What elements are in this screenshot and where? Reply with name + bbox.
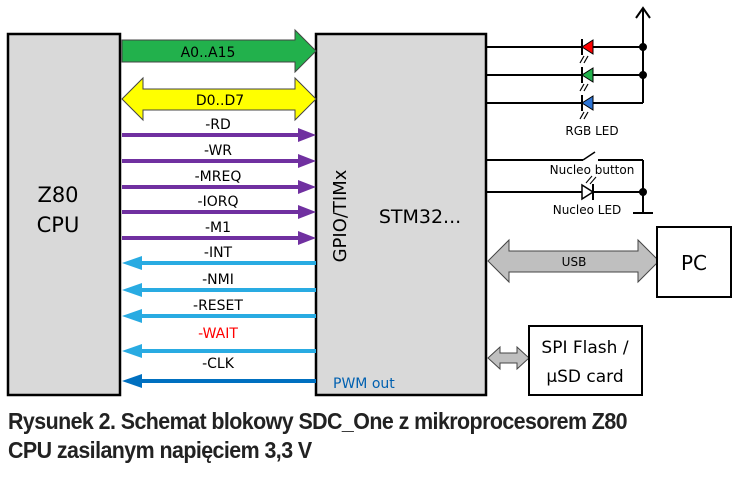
block-diagram: Z80 CPU STM32... GPIO/TIMx PWM out A0..A… xyxy=(6,6,732,397)
signal-rd: -RD xyxy=(122,117,316,142)
signal-label: -CLK xyxy=(202,356,235,372)
red-led-icon xyxy=(579,39,594,64)
usb-label: USB xyxy=(562,255,587,269)
arrowhead-icon xyxy=(298,154,316,168)
rgb-leds xyxy=(579,39,594,120)
arrowhead-icon xyxy=(298,231,316,245)
signal-label: -MREQ xyxy=(195,169,242,185)
signal-label: -RD xyxy=(205,117,231,133)
cpu-label-line1: Z80 xyxy=(37,183,78,207)
signal-label: -WAIT xyxy=(198,326,238,342)
usb-bus: USB xyxy=(487,238,660,284)
spi-flash-block: SPI Flash / µSD card xyxy=(528,325,643,396)
arrowhead-icon xyxy=(298,180,316,194)
signal-nmi: -NMI xyxy=(122,272,316,297)
control-signals: -RD -WR -MREQ -IORQ -M1 -INT -NMI -RESET -WAIT -C… xyxy=(122,117,316,388)
storage-label-line1: SPI Flash / xyxy=(541,338,628,358)
nucleo-led-label: Nucleo LED xyxy=(553,203,622,217)
arrowhead-icon xyxy=(298,128,316,142)
spi-bus xyxy=(487,345,530,371)
signal-clk: -CLK xyxy=(122,356,316,388)
arrowhead-icon xyxy=(122,256,142,270)
signal-label: -INT xyxy=(204,245,233,261)
signal-int: -INT xyxy=(122,245,316,270)
signal-wr: -WR xyxy=(122,143,316,168)
figure-caption: Rysunek 2. Schemat blokowy SDC_One z mik… xyxy=(8,407,687,465)
caption-line2: CPU zasilanym napięciem 3,3 V xyxy=(8,437,312,463)
arrowhead-icon xyxy=(122,344,142,358)
blue-led-icon xyxy=(579,95,594,120)
signal-label: -NMI xyxy=(202,272,234,288)
storage-label-line2: µSD card xyxy=(546,367,623,387)
arrowhead-icon xyxy=(298,205,316,219)
z80-cpu-block: Z80 CPU xyxy=(6,32,122,397)
gpio-timx-label: GPIO/TIMx xyxy=(330,169,351,262)
arrowhead-icon xyxy=(122,283,142,297)
cpu-label-line2: CPU xyxy=(37,213,80,237)
signal-label: -IORQ xyxy=(198,194,239,210)
button-circuit xyxy=(486,151,653,214)
signal-label: -RESET xyxy=(193,298,243,314)
data-bus: D0..D7 xyxy=(121,76,317,122)
stm32-block: STM32... GPIO/TIMx PWM out xyxy=(314,32,488,397)
data-bus-label: D0..D7 xyxy=(196,93,244,109)
signal-mreq: -MREQ xyxy=(122,169,316,194)
signal-reset: -RESET xyxy=(122,298,316,323)
mcu-name: STM32... xyxy=(379,206,461,228)
pwm-out-label: PWM out xyxy=(333,376,395,392)
pc-block: PC xyxy=(656,226,732,298)
signal-label: -M1 xyxy=(205,220,231,236)
nucleo-led-icon xyxy=(581,175,597,201)
arrowhead-icon xyxy=(122,309,142,323)
green-led-icon xyxy=(579,67,594,92)
rgb-led-label: RGB LED xyxy=(565,124,618,138)
signal-label: -WR xyxy=(204,143,232,159)
pc-label: PC xyxy=(681,251,707,275)
signal-iorq: -IORQ xyxy=(122,194,316,219)
arrowhead-icon xyxy=(122,374,142,388)
signal-wait: -WAIT xyxy=(122,326,316,358)
rgb-led-circuit xyxy=(486,6,651,104)
caption-line1: Rysunek 2. Schemat blokowy SDC_One z mik… xyxy=(8,408,628,434)
address-bus: A0..A15 xyxy=(121,28,317,74)
nucleo-button-label: Nucleo button xyxy=(550,163,635,177)
address-bus-label: A0..A15 xyxy=(181,45,236,61)
signal-m1: -M1 xyxy=(122,220,316,245)
